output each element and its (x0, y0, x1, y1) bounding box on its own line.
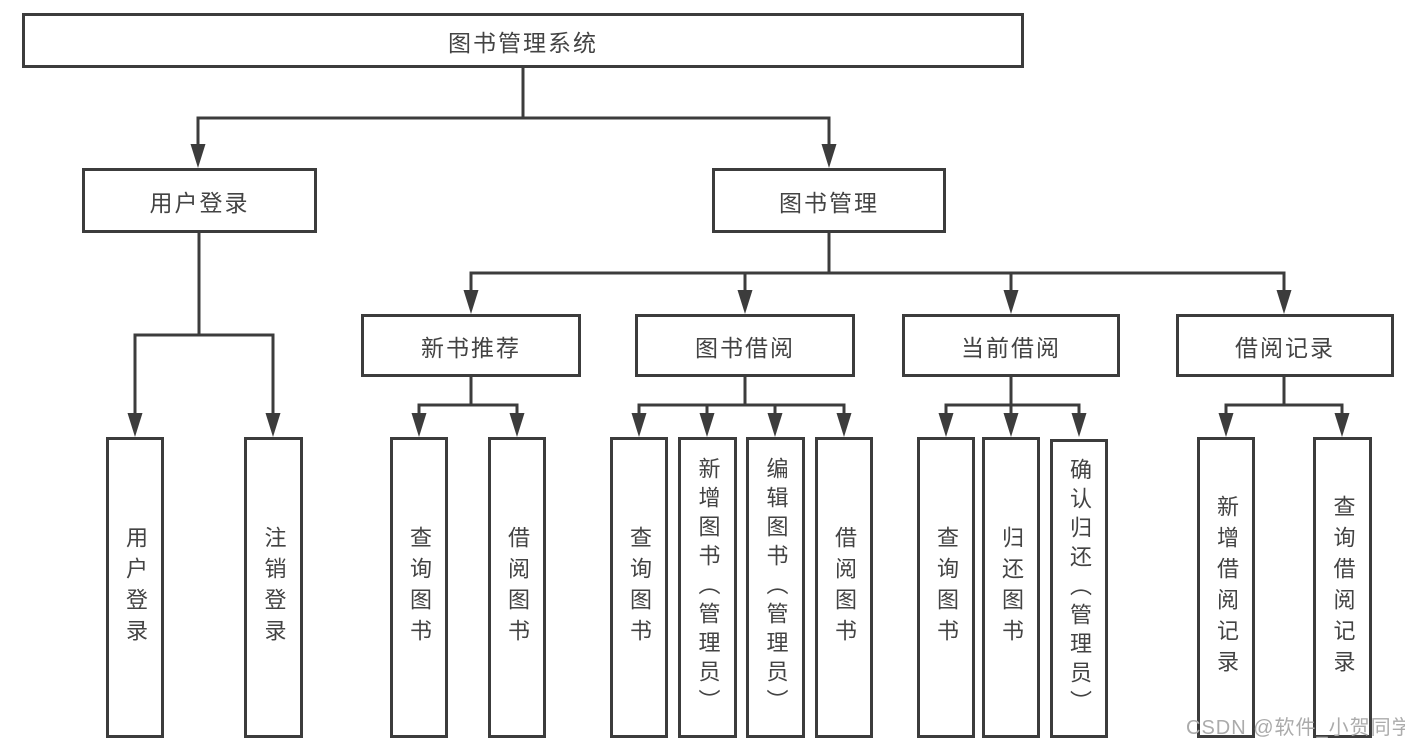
arrowhead (1276, 290, 1292, 314)
leaf-add-borrow-record: 新增借阅记录 (1197, 437, 1255, 738)
node-user-login: 用户登录 (82, 168, 317, 233)
leaf-borrow-books-recommend: 借阅图书 (488, 437, 546, 738)
arrowhead (821, 144, 837, 168)
arrowhead (1003, 290, 1019, 314)
arrowhead (127, 413, 143, 437)
leaf-user-login: 用户登录 (106, 437, 164, 738)
leaf-logout: 注销登录 (244, 437, 303, 738)
arrowhead (265, 413, 281, 437)
arrowhead (938, 413, 954, 437)
arrowhead (699, 413, 715, 437)
connector-current-borrowing (944, 377, 1081, 418)
arrowhead (463, 290, 479, 314)
arrowhead (1003, 413, 1019, 437)
arrowhead (190, 144, 206, 168)
connector-borrowing-records (1224, 377, 1344, 418)
connector-user-login (133, 233, 275, 418)
connector-book-management (469, 233, 1286, 294)
node-book-borrowing: 图书借阅 (635, 314, 855, 377)
leaf-edit-book-admin: 编辑图书（管理员） (746, 437, 805, 738)
connector-new-book-recommend (417, 377, 519, 418)
connector-book-borrowing (637, 377, 846, 418)
arrowhead (767, 413, 783, 437)
arrowhead (836, 413, 852, 437)
leaf-add-book-admin: 新增图书（管理员） (678, 437, 737, 738)
arrowhead (1071, 413, 1087, 437)
connector-root (196, 68, 831, 148)
node-root: 图书管理系统 (22, 13, 1024, 68)
node-new-book-recommend: 新书推荐 (361, 314, 581, 377)
arrowhead (411, 413, 427, 437)
leaf-return-books: 归还图书 (982, 437, 1040, 738)
arrowhead (737, 290, 753, 314)
node-current-borrowing: 当前借阅 (902, 314, 1120, 377)
watermark: CSDN @软件_小贺同学 (1186, 717, 1405, 739)
leaf-query-books-borrowing: 查询图书 (610, 437, 668, 738)
arrowhead (1334, 413, 1350, 437)
arrowhead (1218, 413, 1234, 437)
leaf-query-books-current: 查询图书 (917, 437, 975, 738)
node-book-management: 图书管理 (712, 168, 946, 233)
leaf-borrow-books-borrowing: 借阅图书 (815, 437, 873, 738)
leaf-query-books-recommend: 查询图书 (390, 437, 448, 738)
leaf-confirm-return-admin: 确认归还（管理员） (1050, 439, 1108, 738)
node-borrowing-records: 借阅记录 (1176, 314, 1394, 377)
arrowhead (509, 413, 525, 437)
arrowhead (631, 413, 647, 437)
leaf-query-borrow-record: 查询借阅记录 (1313, 437, 1372, 738)
